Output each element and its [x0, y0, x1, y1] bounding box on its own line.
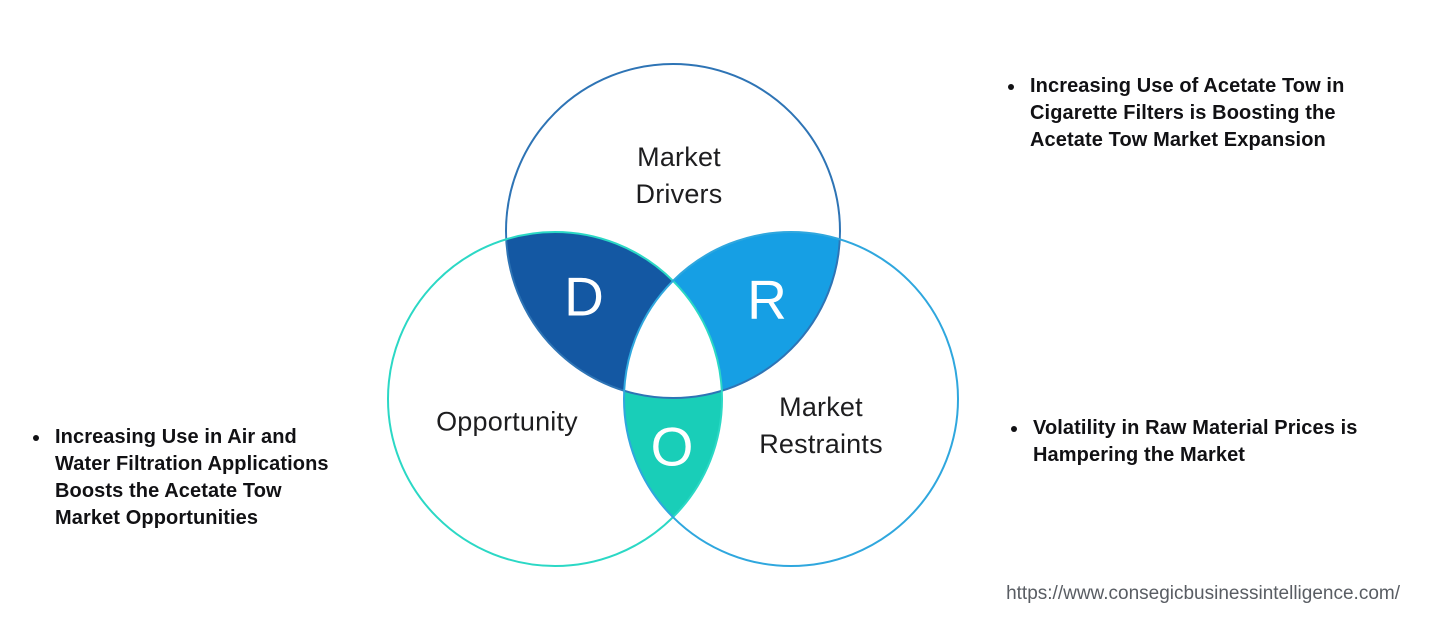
overlap-d-region — [506, 232, 722, 398]
label-opportunity: Opportunity — [436, 406, 578, 437]
restraints-note-text: Volatility in Raw Material Prices is Ham… — [1033, 417, 1358, 466]
drivers-note-text: Increasing Use of Acetate Tow in Cigaret… — [1030, 75, 1345, 151]
bullet-item-restraints-note: Volatility in Raw Material Prices is Ham… — [1011, 415, 1411, 469]
bullet-item-opportunity-note: Increasing Use in Air and Water Filtrati… — [33, 424, 393, 532]
letter-d: D — [564, 265, 604, 328]
bullet-item-drivers-note: Increasing Use of Acetate Tow in Cigaret… — [1008, 73, 1408, 154]
source-url: https://www.consegicbusinessintelligence… — [1006, 583, 1400, 604]
bullet-icon — [1008, 84, 1014, 90]
bullet-icon — [1011, 426, 1017, 432]
circle-market-restraints — [623, 231, 959, 567]
overlap-r-region — [624, 232, 840, 398]
label-market-drivers: Market Drivers — [635, 142, 723, 209]
opportunity-note-text: Increasing Use in Air and Water Filtrati… — [55, 426, 329, 529]
circle-market-drivers — [505, 63, 841, 399]
letter-o: O — [650, 415, 694, 478]
bullet-icon — [33, 435, 39, 441]
label-market-restraints: Market Restraints — [759, 392, 883, 459]
letter-r: R — [747, 268, 787, 331]
circle-opportunity — [387, 231, 723, 567]
